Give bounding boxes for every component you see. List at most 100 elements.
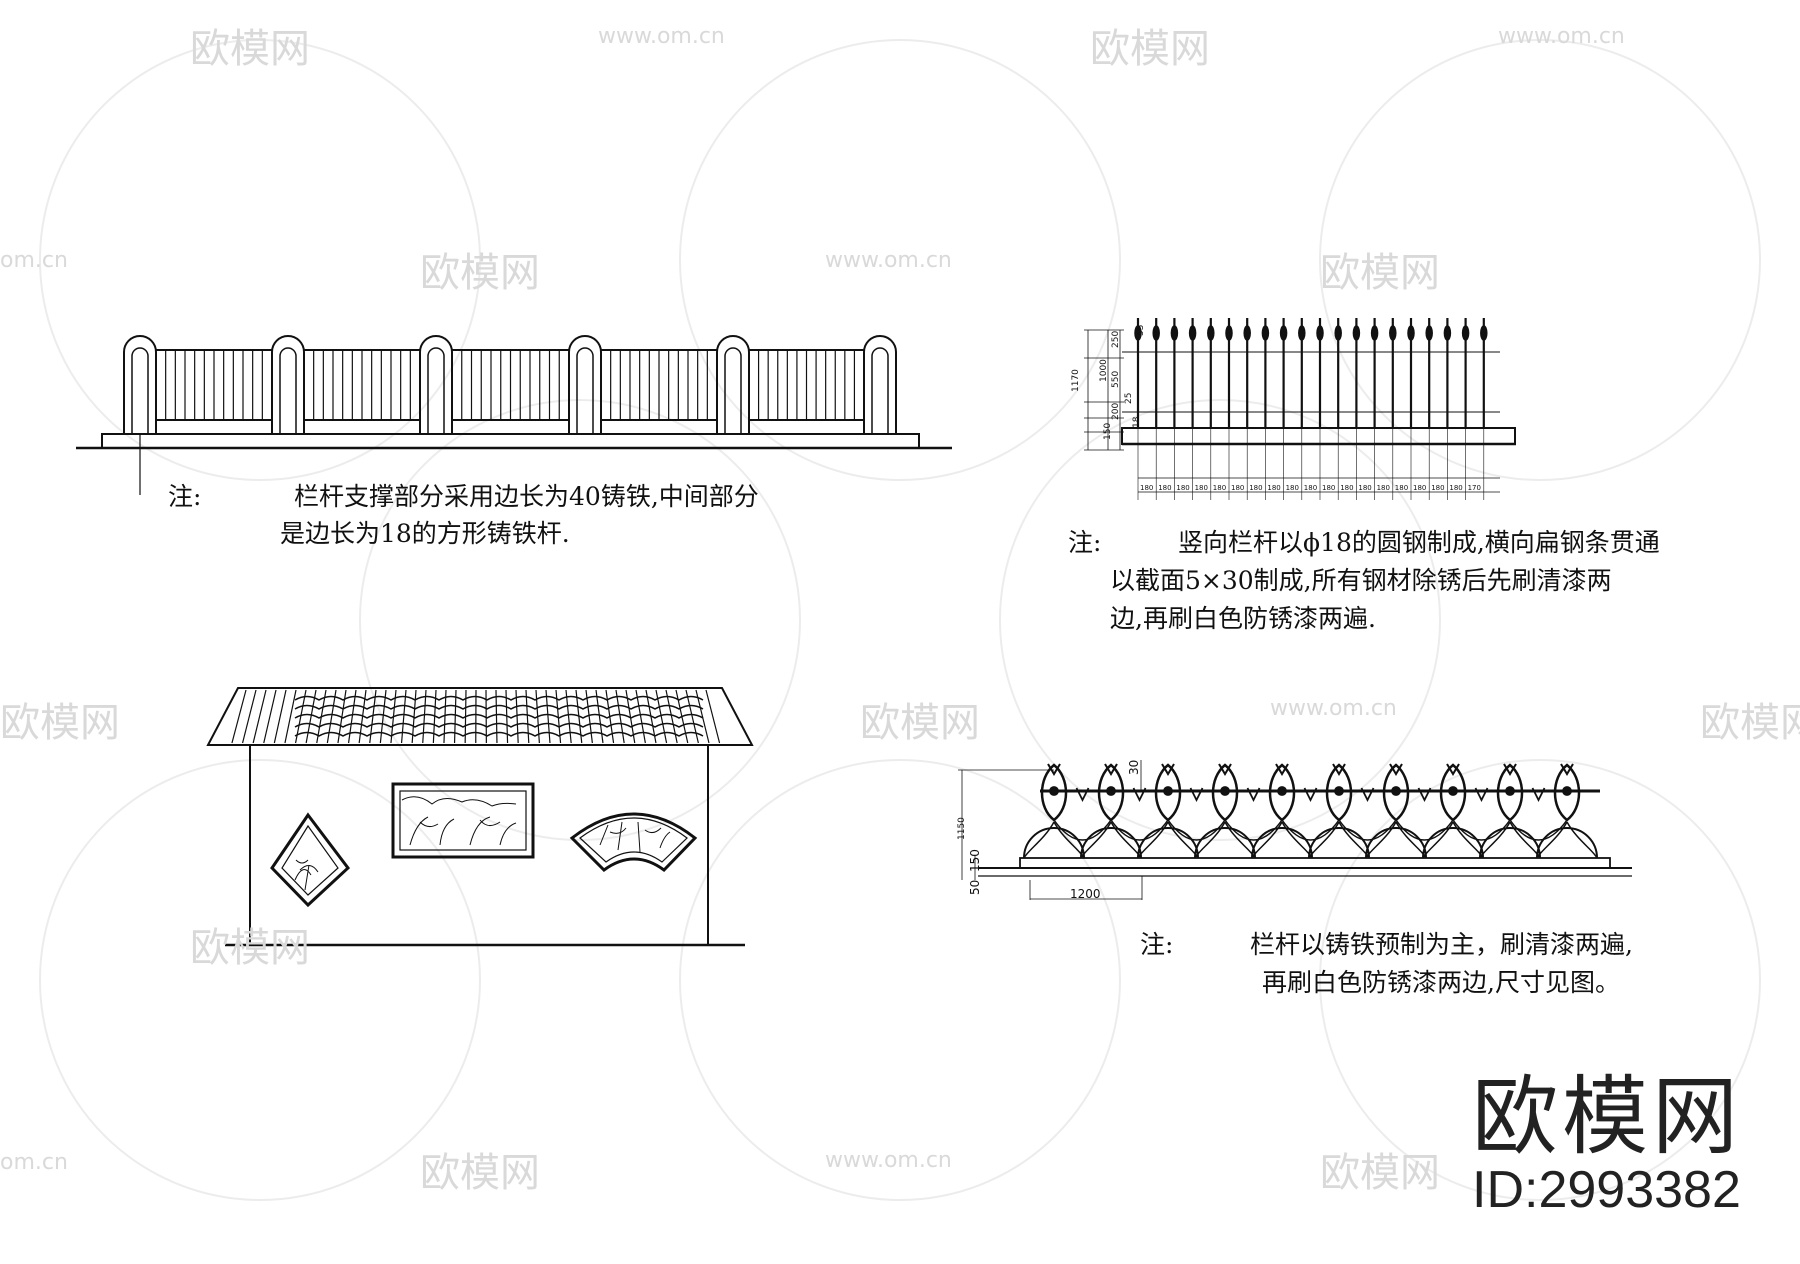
post-inner: [279, 347, 297, 434]
brand-block: 欧模网 ID:2993382: [1472, 1072, 1742, 1218]
roof-tile-line: [347, 689, 357, 744]
spacing-label: 180: [1249, 484, 1262, 492]
spacing-label: 180: [1358, 484, 1371, 492]
fish-eye: [1505, 786, 1515, 796]
bar-finial: [1279, 325, 1288, 341]
spacing-label: 180: [1286, 484, 1299, 492]
fish-eye: [1220, 786, 1230, 796]
fence-base: [1121, 427, 1516, 445]
fish-eye: [1391, 786, 1401, 796]
fish-eye: [1448, 786, 1458, 796]
post-inner: [724, 347, 742, 434]
bar-finial: [1188, 325, 1197, 341]
spacing-label: 180: [1322, 484, 1335, 492]
spacing-label: 180: [1340, 484, 1353, 492]
roof-tile-line: [615, 689, 625, 744]
roof-tile-line: [379, 689, 387, 744]
fish-tail: [1218, 763, 1232, 776]
watermark-logo: 欧模网: [190, 925, 310, 971]
fish-tail: [1104, 763, 1118, 776]
fish-eye: [1334, 786, 1344, 796]
spacing-label: 180: [1213, 484, 1226, 492]
bar-finial: [1243, 325, 1251, 341]
note-label: 注:: [168, 482, 202, 511]
rail-ornament: [1417, 787, 1432, 803]
post-inner: [427, 347, 445, 434]
dim-overall: 1170: [1071, 369, 1081, 392]
watermark-url: om.cn: [0, 1150, 68, 1175]
post-inner: [131, 347, 149, 434]
spacing-label: 180: [1158, 484, 1171, 492]
dim-width: 1200: [1070, 887, 1101, 901]
dim-small-2: 25: [1124, 393, 1134, 404]
roof-tile-line: [241, 689, 257, 744]
post-outer: [271, 335, 305, 434]
note-line: 再刷白色防锈漆两边,尺寸见图。: [1262, 968, 1620, 997]
bar-finial: [1134, 325, 1142, 341]
fence-base: [1019, 857, 1611, 869]
post-outer: [419, 335, 453, 434]
note-line: 以截面5×30制成,所有钢材除锈后先刷清漆两: [1110, 566, 1612, 595]
note-line: 是边长为18的方形铸铁杆.: [280, 519, 570, 548]
watermark-logo: 欧模网: [420, 1150, 540, 1196]
bar-finial: [1170, 325, 1179, 341]
dim-seg-1: 250: [1111, 331, 1121, 348]
dim-small-3: 18: [1132, 416, 1142, 428]
fish-tail: [1503, 763, 1517, 776]
bar-finial: [1152, 325, 1160, 341]
note-line: 竖向栏杆以ϕ18的圆钢制成,横向扁钢条贯通: [1178, 528, 1660, 557]
bar-finial: [1352, 325, 1361, 341]
roof-tile-line: [422, 689, 427, 744]
fence-base: [101, 433, 920, 449]
roof-tile-line: [326, 689, 337, 744]
dim-base-1: 150: [968, 849, 982, 872]
note-label: 注:: [1068, 528, 1102, 557]
base-arc: [1422, 827, 1484, 859]
rail-ornament: [1132, 787, 1147, 803]
post-outer: [568, 335, 602, 434]
loop-link: [1167, 819, 1226, 841]
loop-link: [1452, 819, 1511, 841]
roof-tile-line: [273, 689, 287, 744]
watermark-logo: 欧模网: [1090, 26, 1210, 72]
arc-support: [1536, 821, 1598, 859]
rail-ornament: [1531, 787, 1546, 803]
roof-tile-line: [305, 689, 317, 744]
bar-finial: [1407, 325, 1415, 341]
fish-tail: [1275, 763, 1289, 776]
spacing-label: 180: [1231, 484, 1244, 492]
watermark-logo: 欧模网: [1320, 250, 1440, 296]
dim-seg-4: 150: [1103, 423, 1113, 440]
watermark-logo: 欧模网: [190, 26, 310, 72]
spacing-label: 180: [1140, 484, 1153, 492]
spacing-label: 180: [1176, 484, 1189, 492]
spacing-label: 180: [1413, 484, 1426, 492]
watermark-logo: 欧模网: [1320, 1150, 1440, 1196]
bar-finial: [1425, 325, 1433, 341]
post-inner: [576, 347, 594, 434]
fence-elevation-3: [958, 760, 1632, 900]
post-outer: [863, 335, 897, 434]
bar-finial: [1370, 325, 1379, 341]
roof-tile-line: [685, 689, 699, 744]
fish-eye: [1562, 786, 1572, 796]
roof-tile-line: [453, 689, 457, 744]
wall-elevation: [206, 687, 754, 947]
watermark-logo: 欧模网: [860, 700, 980, 746]
base-arc: [1365, 827, 1427, 859]
watermark-pattern: [39, 39, 1761, 1201]
loop-link: [1110, 819, 1169, 841]
roof-tile-line: [284, 689, 297, 744]
note-line: 栏杆以铸铁预制为主，刷清漆两遍,: [1250, 930, 1633, 959]
watermark-url: www.om.cn: [825, 248, 952, 273]
note-line: 栏杆支撑部分采用边长为40铸铁,中间部分: [294, 482, 759, 511]
dim-small-1: 55: [1136, 325, 1146, 336]
dim-seg-2: 550: [1111, 371, 1121, 388]
dim-height: 1150: [957, 817, 967, 840]
fish-eye: [1277, 786, 1287, 796]
fish-eye: [1163, 786, 1173, 796]
dim-top: 30: [1127, 760, 1141, 775]
